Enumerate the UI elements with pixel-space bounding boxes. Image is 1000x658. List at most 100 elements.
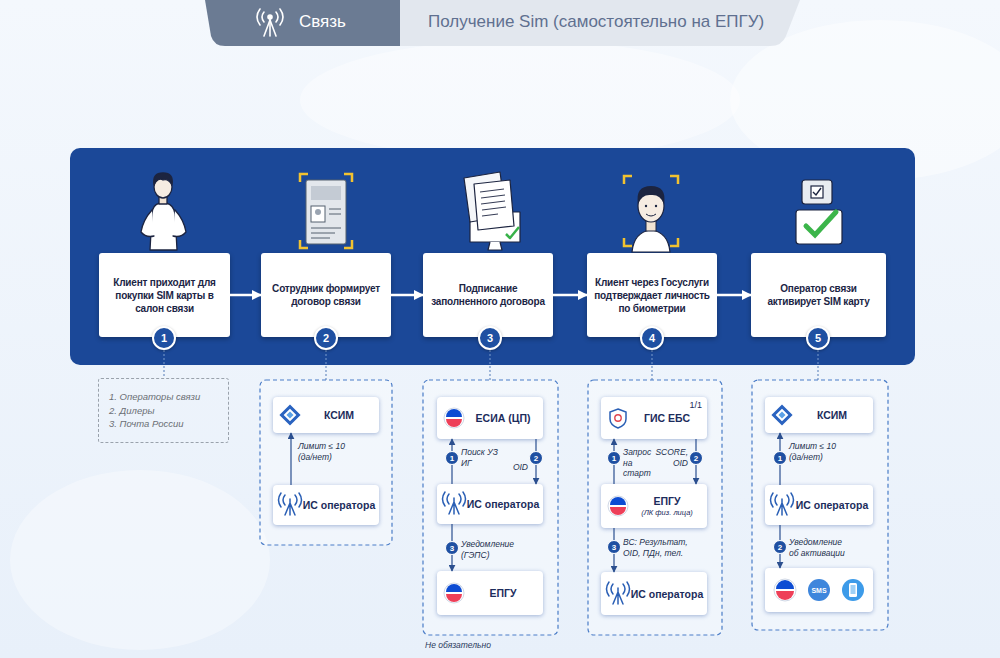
edge-label: Лимит ≤ 10 (да/нет) bbox=[789, 441, 851, 462]
gosuslugi-logo bbox=[774, 579, 796, 601]
antenna-icon bbox=[269, 17, 271, 36]
system-name: ИС оператора bbox=[631, 588, 704, 600]
leader-line bbox=[817, 350, 818, 380]
section-tab: Связь bbox=[299, 12, 346, 32]
edge-label: OID bbox=[488, 462, 528, 473]
gosuslugi-logo bbox=[446, 594, 462, 602]
antenna-icon bbox=[264, 20, 276, 36]
gosuslugi-logo bbox=[608, 496, 628, 516]
leader-line bbox=[325, 350, 326, 380]
edge-label: SCORE, OID bbox=[646, 447, 688, 468]
passport-illustration bbox=[311, 206, 325, 222]
flow-arrow bbox=[290, 433, 291, 485]
system-name: ИС оператора bbox=[303, 499, 376, 511]
contract-illustration bbox=[464, 172, 520, 250]
ksim-logo bbox=[282, 407, 299, 424]
gosuslugi-logo bbox=[608, 496, 628, 516]
client-illustration bbox=[150, 203, 177, 250]
passport-illustration bbox=[311, 209, 341, 238]
gosuslugi-logo bbox=[446, 409, 462, 417]
system-box: ЕСИА (ЦП) bbox=[437, 397, 543, 439]
connector-group bbox=[230, 295, 780, 572]
leader-line bbox=[651, 350, 652, 380]
callout-number: 1 bbox=[607, 451, 621, 465]
passport-illustration bbox=[315, 209, 321, 215]
edge-label: Уведомление (ГЭПС) bbox=[461, 539, 525, 560]
system-subtitle: (ЛК физ. лица) bbox=[641, 508, 693, 517]
system-box: ИС оператора bbox=[273, 485, 379, 525]
ksim-logo bbox=[774, 407, 791, 424]
group-panel bbox=[260, 380, 392, 545]
step-arrow bbox=[717, 294, 751, 297]
gosuslugi-logo bbox=[776, 580, 794, 589]
scan-frame bbox=[300, 174, 352, 248]
group-panel bbox=[423, 380, 558, 635]
biometry-illustration bbox=[638, 190, 664, 222]
biometry-illustration bbox=[646, 218, 656, 231]
group-panel bbox=[588, 380, 722, 635]
antenna-icon bbox=[257, 9, 283, 36]
gosuslugi-logo bbox=[444, 408, 464, 428]
contract-illustration bbox=[464, 172, 506, 222]
source-list-box: 1. Операторы связи2. Дилеры3. Почта Росс… bbox=[98, 378, 229, 443]
biometry-logo bbox=[610, 409, 626, 428]
antenna-logo bbox=[443, 492, 466, 514]
passport-illustration bbox=[306, 180, 346, 244]
activation-illustration bbox=[796, 210, 842, 244]
contract-illustration bbox=[480, 189, 506, 216]
sms-icon: SMS bbox=[808, 579, 830, 601]
edge-label: Поиск УЗ ИГ bbox=[461, 447, 505, 468]
antenna-logo bbox=[771, 493, 794, 515]
system-name: ЕПГУ bbox=[489, 587, 516, 599]
edge-label: Запрос на старт bbox=[623, 447, 661, 479]
gosuslugi-logo bbox=[776, 591, 794, 600]
contract-illustration bbox=[488, 242, 502, 250]
gosuslugi-logo bbox=[610, 507, 626, 515]
system-name: ЕСИА (ЦП) bbox=[476, 412, 531, 424]
system-name: ГИС ЕБС bbox=[644, 412, 690, 424]
phone-icon bbox=[842, 579, 864, 601]
step-text: Оператор связи активирует SIM карту bbox=[756, 282, 881, 308]
process-box: Подписание заполненного договора bbox=[423, 253, 553, 337]
gosuslugi-logo bbox=[610, 497, 626, 505]
client-illustration bbox=[154, 173, 173, 185]
activation-illustration bbox=[813, 188, 821, 195]
gosuslugi-logo bbox=[446, 584, 462, 592]
edge-label: Лимит ≤ 10 (да/нет) bbox=[298, 441, 360, 462]
list-item: 1. Операторы связи bbox=[109, 390, 200, 404]
passport-illustration bbox=[300, 174, 352, 248]
header-tab bbox=[205, 0, 400, 46]
process-band bbox=[70, 148, 915, 365]
process-box: Клиент через Госуслуги подтверждает личн… bbox=[587, 253, 717, 337]
ksim-logo bbox=[282, 407, 299, 424]
header-bar bbox=[400, 0, 800, 46]
check-mark bbox=[506, 227, 519, 238]
callout-number: 1 bbox=[773, 451, 787, 465]
callout-number: 2 bbox=[529, 451, 543, 465]
system-name: ИС оператора bbox=[467, 498, 540, 510]
background-ornament bbox=[730, 20, 1000, 180]
panel-note: Не обязательно bbox=[425, 640, 491, 650]
background-ornament bbox=[300, 40, 740, 160]
step-number: 1 bbox=[152, 326, 176, 350]
system-box: ИС оператора bbox=[437, 484, 543, 524]
step-number: 3 bbox=[478, 326, 502, 350]
activation-illustration bbox=[796, 180, 842, 244]
group-panel bbox=[752, 380, 888, 630]
callout-number: 3 bbox=[607, 540, 621, 554]
step-text: Сотрудник формирует договор связи bbox=[266, 282, 386, 308]
client-illustration bbox=[173, 210, 186, 237]
process-box: Клиент приходит для покупки SIM карты в … bbox=[99, 253, 230, 337]
activation-illustration bbox=[811, 186, 823, 198]
step-arrow bbox=[553, 294, 587, 297]
system-box: ГИС ЕБС1/1 bbox=[601, 397, 707, 439]
process-box: Оператор связи активирует SIM карту bbox=[751, 253, 886, 337]
antenna-icon bbox=[268, 15, 272, 19]
gosuslugi-logo bbox=[444, 408, 464, 428]
process-box: Сотрудник формирует договор связи bbox=[261, 253, 391, 337]
biometry-illustration bbox=[624, 176, 678, 252]
check-mark bbox=[806, 212, 836, 235]
phone-icon bbox=[842, 579, 864, 601]
scan-frame bbox=[624, 176, 678, 246]
